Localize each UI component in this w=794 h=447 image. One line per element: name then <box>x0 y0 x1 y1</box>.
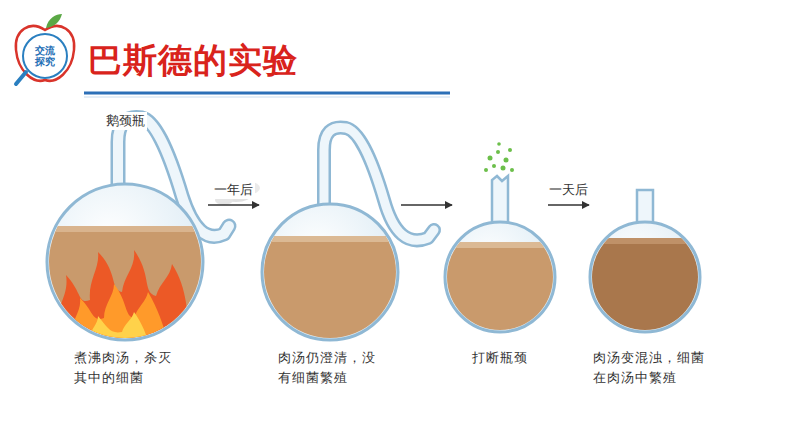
icon-leaf <box>46 14 62 28</box>
flask-node: 肉汤仍澄清，没有细菌繁殖 <box>262 186 398 391</box>
flask-node: 肉汤变混浊，细菌在肉汤中繁殖 <box>592 186 712 391</box>
flask-caption: 肉汤仍澄清，没有细菌繁殖 <box>278 348 382 387</box>
broken-neck-flask <box>440 176 560 342</box>
edge-label: 一天后 <box>547 181 590 199</box>
process-arrow <box>401 204 452 206</box>
title: 巴斯德的实验 <box>88 38 298 84</box>
flask-caption: 打断瓶颈 <box>455 348 545 368</box>
swan-neck-flask <box>40 118 229 347</box>
bacteria <box>484 142 514 172</box>
flask-node: 煮沸肉汤，杀灭其中的细菌 <box>47 186 205 391</box>
icon-handle <box>16 72 26 84</box>
flask-caption: 肉汤变混浊，细菌在肉汤中繁殖 <box>593 348 711 387</box>
turbid-flask <box>585 190 705 338</box>
swan-neck-flask <box>255 127 434 346</box>
title-underline <box>84 92 450 95</box>
part-label: 鹅颈瓶 <box>104 112 147 130</box>
flask-node: 打断瓶颈 <box>455 186 545 372</box>
edge-label: 一年后 <box>212 181 255 199</box>
title-underline-thin <box>84 97 450 98</box>
process-arrow <box>548 204 589 206</box>
icon-text: 交流探究 <box>35 45 55 67</box>
flask-caption: 煮沸肉汤，杀灭其中的细菌 <box>74 348 178 387</box>
process-arrow <box>208 204 259 206</box>
fire <box>54 250 192 345</box>
icon-badge: 交流探究 <box>22 33 68 79</box>
